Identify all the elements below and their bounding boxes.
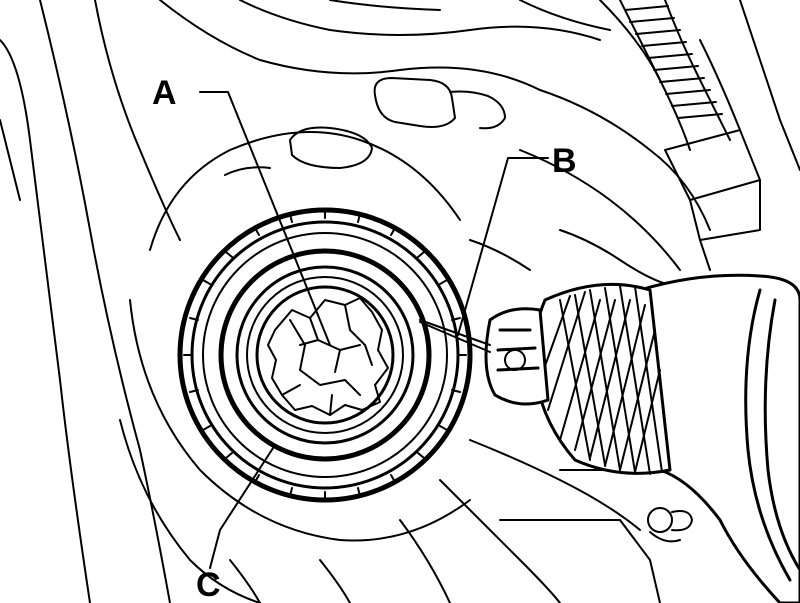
leader-line-a — [199, 91, 331, 346]
cable-hose — [619, 0, 761, 271]
seal-interior-debris — [267, 297, 389, 416]
callout-label-c: C — [196, 566, 221, 603]
callout-label-a: A — [152, 74, 177, 112]
leader-lines — [199, 91, 549, 569]
leader-line-c — [209, 444, 276, 569]
callout-label-b: B — [552, 142, 577, 180]
power-drill — [419, 273, 800, 603]
leader-line-b — [457, 157, 549, 336]
ring-seal-assembly — [177, 207, 473, 503]
